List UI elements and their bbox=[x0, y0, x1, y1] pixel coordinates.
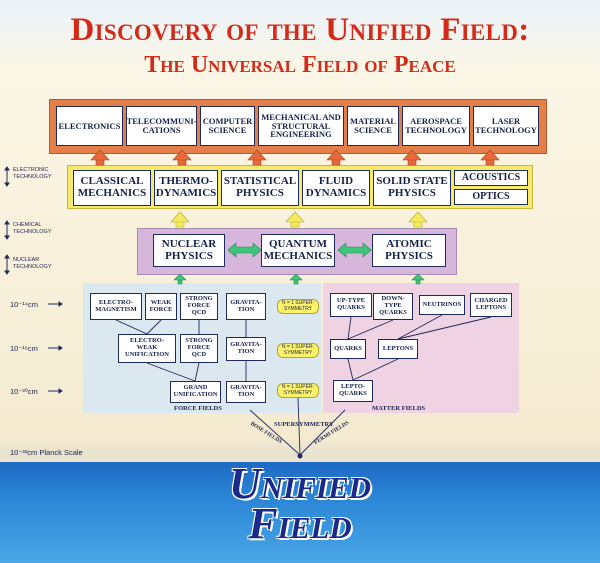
arrow-up-orange bbox=[326, 149, 346, 166]
arrow-up-green bbox=[173, 273, 187, 285]
box-strong-force-2: STRONG FORCE QCD bbox=[180, 334, 218, 363]
box-acoustics: ACOUSTICS bbox=[454, 170, 528, 186]
arrow-up-green bbox=[289, 273, 303, 285]
arrow-up-yellow bbox=[170, 211, 190, 228]
arrow-up-orange bbox=[172, 149, 192, 166]
box-optics: OPTICS bbox=[454, 189, 528, 205]
box-grand-unification: GRAND UNIFICATION bbox=[170, 381, 221, 403]
box-gravitation-3: GRAVITA- TION bbox=[226, 381, 266, 403]
box-fluid-dynamics: FLUID DYNAMICS bbox=[302, 170, 370, 206]
box-laser-technology: LASER TECHNOLOGY bbox=[473, 106, 539, 146]
box-electromagnetism: ELECTRO- MAGNETISM bbox=[90, 293, 142, 320]
arrow-up-orange bbox=[247, 149, 267, 166]
box-gravitation-2: GRAVITA- TION bbox=[226, 337, 266, 361]
title-line-1: Discovery of the Unified Field: bbox=[70, 12, 530, 48]
box-electronics: ELECTRONICS bbox=[56, 106, 123, 146]
nuclear-technology-label: NUCLEAR TECHNOLOGY bbox=[13, 257, 52, 270]
susy-badge-3: N = 1 SUPER- SYMMETRY bbox=[277, 383, 319, 398]
box-nuclear-physics: NUCLEAR PHYSICS bbox=[153, 234, 225, 267]
box-quantum-mechanics: QUANTUM MECHANICS bbox=[261, 234, 335, 267]
scale-label-3: 10⁻³⁰cm bbox=[10, 387, 38, 396]
scale-label-1: 10⁻¹⁴cm bbox=[10, 300, 39, 309]
box-atomic-physics: ATOMIC PHYSICS bbox=[372, 234, 446, 267]
box-computer-science: COMPUTER SCIENCE bbox=[200, 106, 255, 146]
field-word: Field bbox=[248, 499, 352, 548]
box-electroweak-unification: ELECTRO- WEAK UNIFICATION bbox=[118, 334, 176, 363]
box-neutrinos: NEUTRINOS bbox=[419, 295, 465, 315]
box-leptons: LEPTONS bbox=[378, 339, 418, 359]
box-mechanical-engineering: MECHANICAL AND STRUCTURAL ENGINEERING bbox=[258, 106, 344, 146]
electronic-technology-label: ELECTRONIC TECHNOLOGY bbox=[13, 167, 52, 180]
box-material-science: MATERIAL SCIENCE bbox=[347, 106, 399, 146]
title-line-2: The Universal Field of Peace bbox=[144, 52, 456, 78]
arrow-up-orange bbox=[90, 149, 110, 166]
susy-badge-1: N = 1 SUPER- SYMMETRY bbox=[277, 299, 319, 314]
box-quarks: QUARKS bbox=[330, 339, 366, 359]
force-fields-label: FORCE FIELDS bbox=[174, 405, 222, 412]
box-strong-force-1: STRONG FORCE QCD bbox=[180, 293, 218, 320]
arrow-double-green bbox=[337, 242, 372, 258]
box-classical-mechanics: CLASSICAL MECHANICS bbox=[73, 170, 151, 206]
box-down-type-quarks: DOWN- TYPE QUARKS bbox=[373, 293, 413, 320]
box-thermodynamics: THERMO- DYNAMICS bbox=[154, 170, 218, 206]
supersymmetry-label: SUPERSYMMETRY bbox=[274, 421, 334, 428]
box-telecommunications: TELECOMMUNI- CATIONS bbox=[126, 106, 197, 146]
box-gravitation-1: GRAVITA- TION bbox=[226, 293, 266, 320]
box-solid-state-physics: SOLID STATE PHYSICS bbox=[373, 170, 451, 206]
box-statistical-physics: STATISTICAL PHYSICS bbox=[221, 170, 299, 206]
ocean-background bbox=[0, 462, 600, 563]
box-weak-force: WEAK FORCE bbox=[145, 293, 177, 320]
box-leptoquarks: LEPTO- QUARKS bbox=[333, 380, 373, 402]
box-charged-leptons: CHARGED LEPTONS bbox=[470, 293, 512, 317]
scale-label-planck: 10⁻³³cm Planck Scale bbox=[10, 448, 83, 457]
unified-word: Unified bbox=[228, 459, 372, 508]
scale-label-2: 10⁻¹⁶cm bbox=[10, 344, 38, 353]
matter-fields-label: MATTER FIELDS bbox=[372, 405, 426, 412]
arrow-double-green bbox=[227, 242, 262, 258]
arrow-up-yellow bbox=[408, 211, 428, 228]
susy-badge-2: N = 1 SUPER- SYMMETRY bbox=[277, 343, 319, 358]
box-up-type-quarks: UP-TYPE QUARKS bbox=[330, 293, 372, 317]
arrow-up-yellow bbox=[285, 211, 305, 228]
arrow-up-orange bbox=[402, 149, 422, 166]
arrow-up-orange bbox=[480, 149, 500, 166]
box-aerospace-technology: AEROSPACE TECHNOLOGY bbox=[402, 106, 470, 146]
arrow-up-green bbox=[411, 273, 425, 285]
chemical-technology-label: CHEMICAL TECHNOLOGY bbox=[13, 222, 52, 235]
